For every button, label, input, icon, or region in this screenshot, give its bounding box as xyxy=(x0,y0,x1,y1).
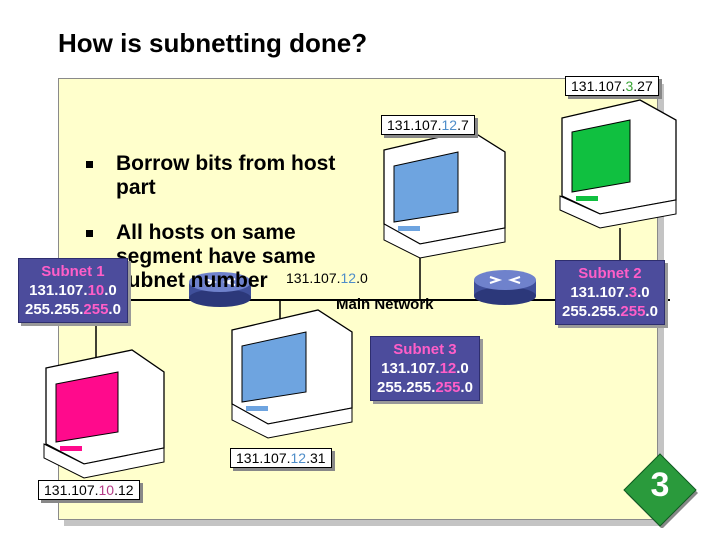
page-number-badge: 3 xyxy=(622,452,698,529)
computer-center-bottom xyxy=(231,309,353,439)
computer-center-top xyxy=(383,129,506,259)
subnet-3-box: Subnet 3 131.107.12.0 255.255.255.0 xyxy=(370,336,480,401)
slide-title: How is subnetting done? xyxy=(58,28,368,58)
bullet-marker-icon xyxy=(86,161,93,168)
subnet-1-mask: 255.255.255.0 xyxy=(25,301,121,318)
router-2 xyxy=(474,270,536,305)
subnet-2-mask: 255.255.255.0 xyxy=(562,303,658,320)
bullet-same-subnet: All hosts on same segment have same subn… xyxy=(86,221,352,293)
host-address-bottom-left: 131.107.10.12 xyxy=(38,480,140,500)
subnet-2-network: 131.107.3.0 xyxy=(570,284,650,301)
subnet-1-name: Subnet 1 xyxy=(41,263,105,280)
main-network-label: Main Network xyxy=(336,296,434,313)
host-address-center-bottom: 131.107.12.31 xyxy=(230,448,332,468)
subnet-3-mask: 255.255.255.0 xyxy=(377,379,473,396)
computer-top-right xyxy=(559,99,677,229)
host-address-top-right: 131.107.3.27 xyxy=(565,76,659,96)
subnet-1-box: Subnet 1 131.107.10.0 255.255.255.0 xyxy=(18,258,128,323)
main-network-address: 131.107.12.0 xyxy=(286,270,368,286)
subnet-1-network: 131.107.10.0 xyxy=(29,282,117,299)
subnet-2-name: Subnet 2 xyxy=(578,265,642,282)
computer-bottom-left xyxy=(43,349,165,479)
subnet-2-box: Subnet 2 131.107.3.0 255.255.255.0 xyxy=(555,260,665,325)
subnet-3-network: 131.107.12.0 xyxy=(381,360,469,377)
subnet-3-name: Subnet 3 xyxy=(393,341,457,358)
bullet-borrow-bits: Borrow bits from host part xyxy=(86,152,376,200)
badge-shape-icon xyxy=(623,453,698,529)
bullet-marker-icon xyxy=(86,230,93,237)
page-number: 3 xyxy=(650,466,670,504)
router-1 xyxy=(189,272,251,307)
host-address-center-top: 131.107.12.7 xyxy=(381,115,475,135)
